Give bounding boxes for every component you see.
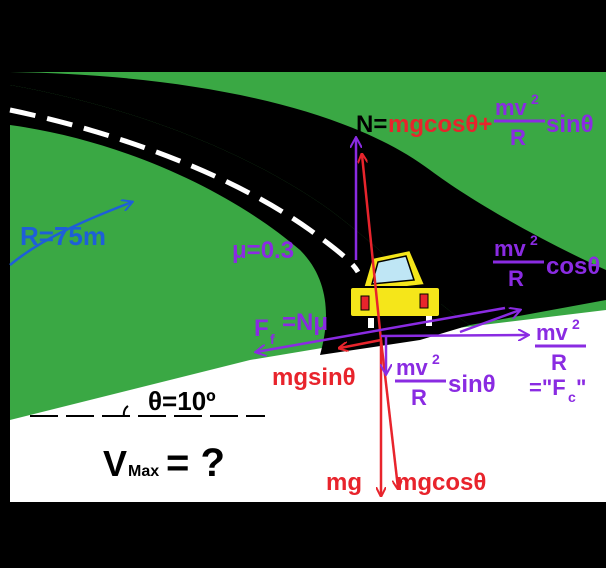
friction-eq: =Nμ (282, 309, 328, 336)
mgsin-label: mgsinθ (272, 364, 356, 391)
normal-force-arrow (362, 155, 383, 341)
weight-label: mg (326, 469, 362, 496)
vmax-label: V Max = ? (103, 441, 225, 485)
bottom-letterbox (0, 502, 606, 568)
vmax-sub: Max (128, 463, 159, 480)
friction-sub: f (270, 331, 275, 347)
normal-frac-num: mv (495, 95, 528, 120)
radius-label: R=75m (20, 221, 106, 251)
sin-frac-num: mv (396, 355, 429, 380)
radius-arrow (9, 202, 132, 266)
cos-frac-num: mv (494, 236, 527, 261)
mu-label: μ=0.3 (232, 237, 294, 264)
fc-sub: c (568, 389, 576, 405)
vmax-v: V (103, 443, 127, 484)
angle-arc (122, 405, 129, 417)
road-center-dash (9, 107, 361, 274)
normal-prefix: N= (356, 111, 387, 138)
sin-term: sinθ (448, 371, 496, 398)
normal-equation: N= mgcosθ+ mv 2 R sinθ (356, 91, 594, 150)
friction-arrow (256, 306, 506, 352)
cos-frac-exp: 2 (530, 232, 538, 248)
normal-fraction: mv 2 R (494, 91, 545, 150)
mgcos-label: mgcosθ (396, 469, 486, 496)
angle-label: θ=10º (148, 386, 216, 416)
sin-frac-exp: 2 (432, 351, 440, 367)
sin-term-label: mv 2 R sinθ (395, 351, 496, 410)
normal-suffix: sinθ (546, 111, 594, 138)
fc-suffix: " (576, 375, 586, 400)
fc-frac-exp: 2 (572, 316, 580, 332)
sin-frac-den: R (411, 385, 427, 410)
normal-frac-den: R (510, 125, 526, 150)
cos-term-label: mv 2 R cosθ (493, 232, 600, 291)
car (349, 248, 441, 328)
normal-mgcos: mgcosθ+ (388, 111, 492, 138)
fc-prefix: ="F (529, 375, 566, 400)
fc-frac-num: mv (536, 320, 569, 345)
mgsin-arrow (340, 338, 382, 348)
fc-frac-den: R (551, 350, 567, 375)
cos-frac-den: R (508, 266, 524, 291)
friction-label: F f =Nμ (254, 309, 328, 347)
friction-f: F (254, 315, 269, 342)
centripetal-label: mv 2 R ="F c " (529, 316, 586, 405)
centripetal-arrow (380, 335, 528, 336)
vmax-eq: = ? (166, 441, 225, 485)
top-letterbox (0, 0, 606, 72)
road-surface (10, 72, 606, 325)
normal-frac-exp: 2 (531, 91, 539, 107)
cos-component-arrow (459, 310, 520, 334)
cos-term: cosθ (546, 253, 600, 280)
